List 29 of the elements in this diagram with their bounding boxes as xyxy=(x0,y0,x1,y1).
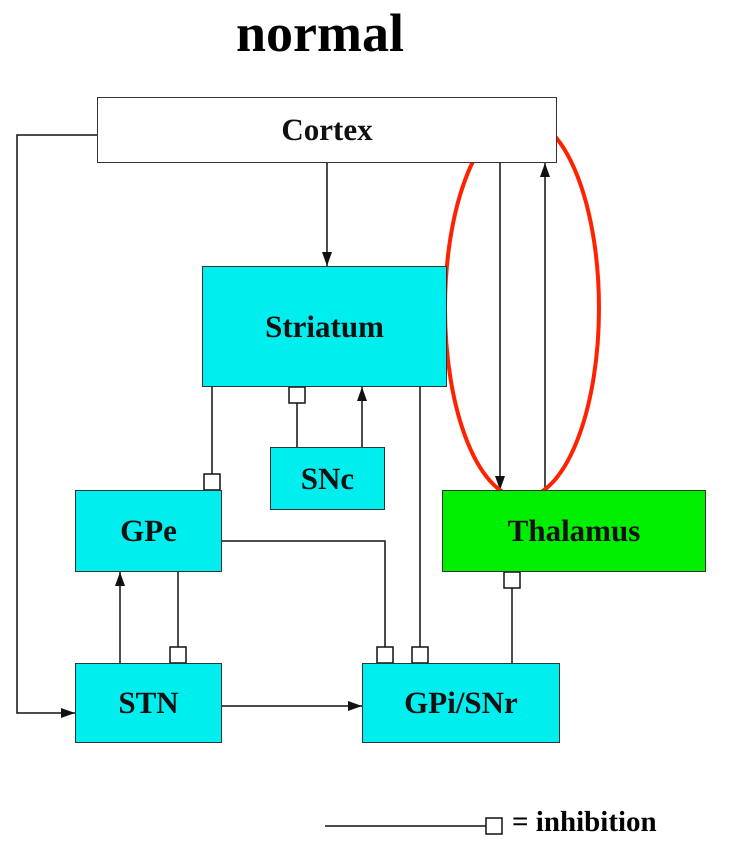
region-label: Thalamus xyxy=(508,513,640,549)
region-box xyxy=(442,490,706,572)
inhibition-connector xyxy=(411,387,429,664)
arrow xyxy=(115,572,125,663)
region-label: Striatum xyxy=(265,308,384,344)
arrow xyxy=(357,387,367,447)
region-box xyxy=(75,663,222,743)
region-box xyxy=(97,97,557,163)
legend-text: = inhibition xyxy=(512,806,657,839)
region-label: STN xyxy=(118,685,179,721)
inhibition-connector xyxy=(203,387,221,491)
inhibition-connector xyxy=(288,386,306,447)
region-box xyxy=(362,663,560,743)
arrow xyxy=(322,163,332,266)
region-box xyxy=(75,490,222,572)
inhibition-connector xyxy=(222,540,394,664)
arrow xyxy=(16,134,97,718)
arrow xyxy=(495,163,505,490)
arrow xyxy=(222,701,362,711)
inhibition-connector xyxy=(503,571,521,663)
region-label: GPi/SNr xyxy=(404,685,518,721)
region-box xyxy=(202,266,447,387)
arrow xyxy=(540,163,550,490)
inhibition-connector xyxy=(169,572,187,664)
region-label: GPe xyxy=(120,513,177,549)
diagram-title: normal xyxy=(235,2,405,64)
region-label: Cortex xyxy=(281,112,373,148)
region-box xyxy=(270,447,385,510)
region-label: SNc xyxy=(300,460,354,496)
